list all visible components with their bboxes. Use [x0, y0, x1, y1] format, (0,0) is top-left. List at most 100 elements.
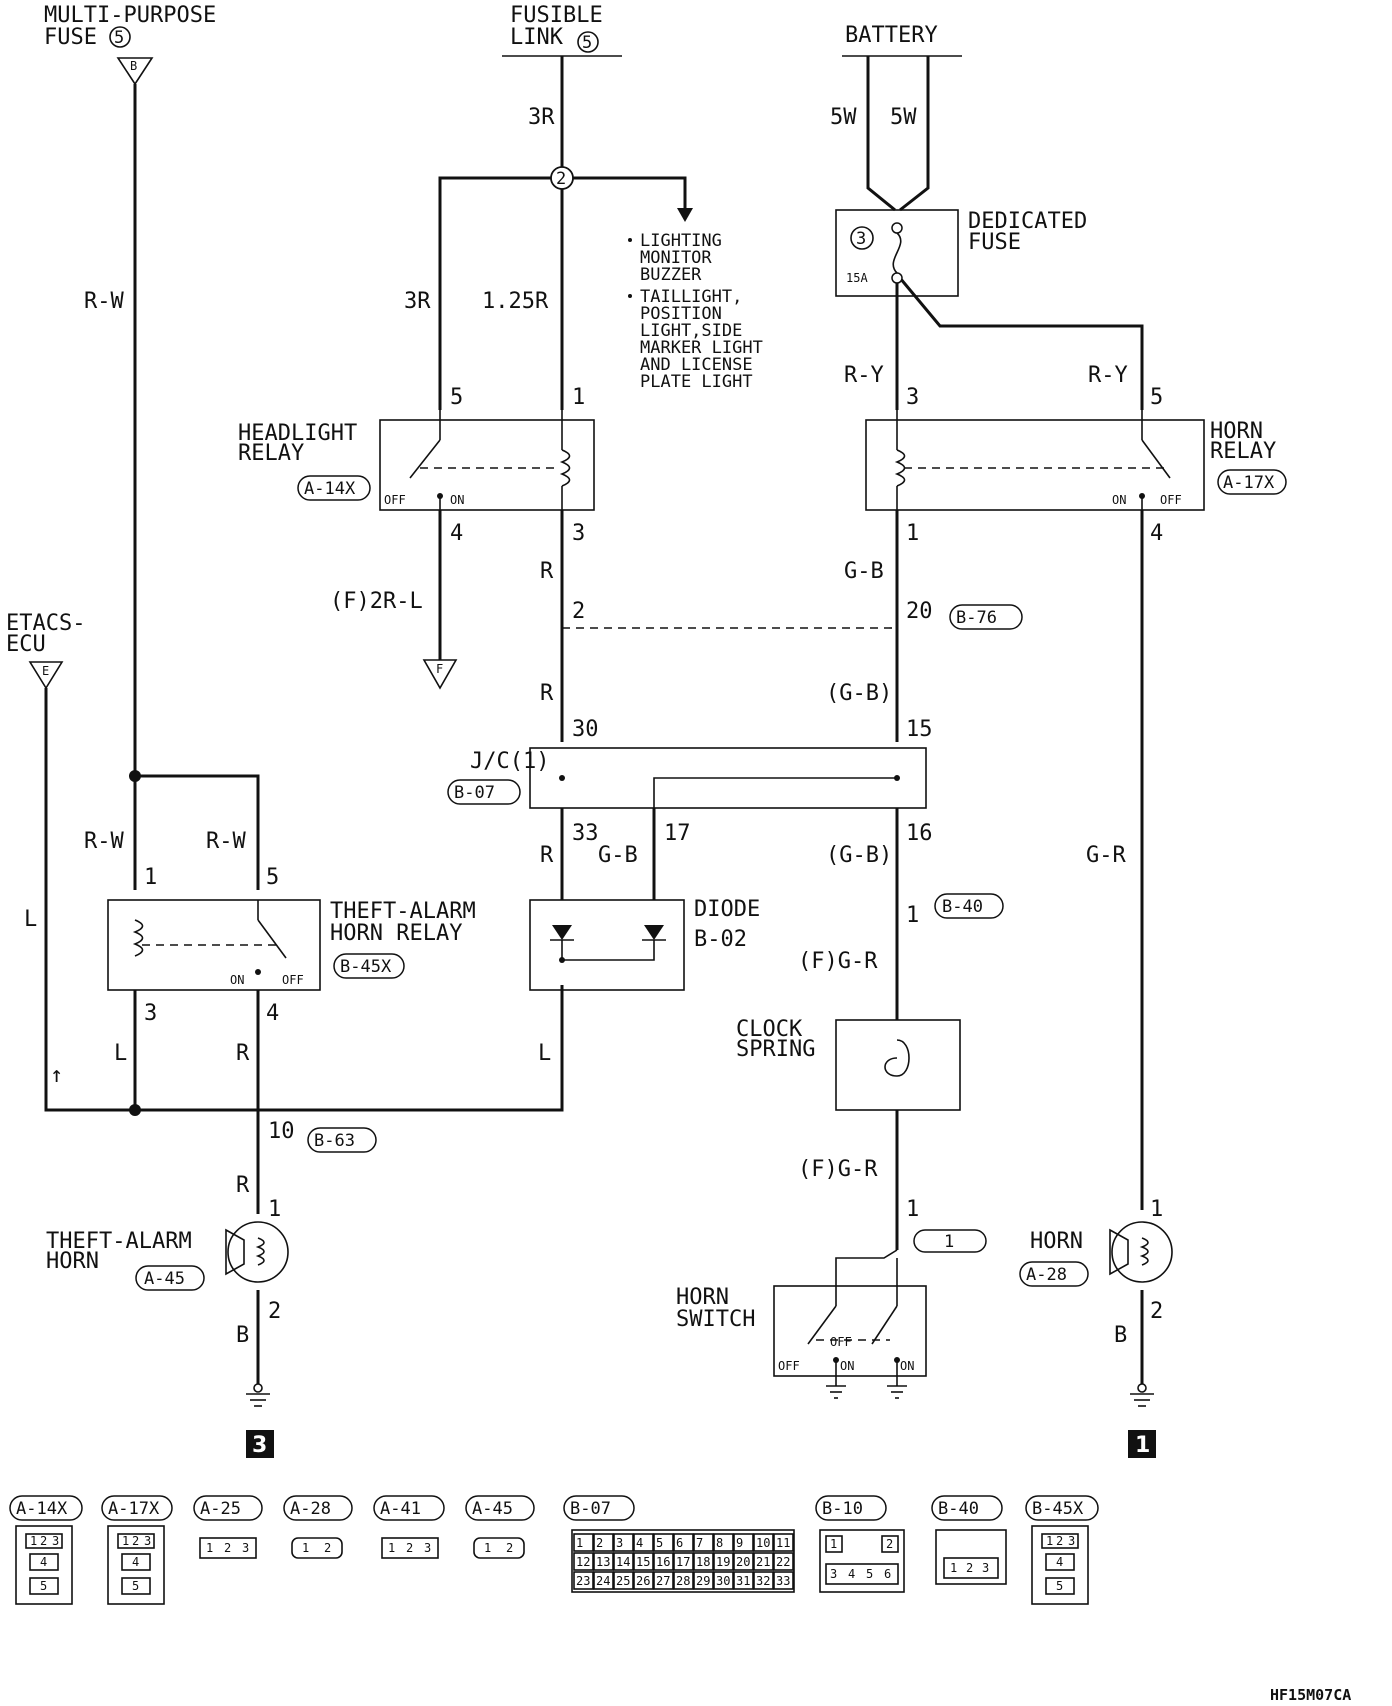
- b07-pin-label: 21: [756, 1555, 770, 1569]
- headlight-relay: OFF ON HEADLIGHT RELAY A-14X: [238, 410, 595, 511]
- ref-a14x: A-14X: [304, 479, 356, 499]
- ref-b40: B-40: [942, 897, 983, 917]
- b07-pin-cell: [693, 1533, 714, 1552]
- b07-pin-label: 20: [736, 1555, 750, 1569]
- theft-relay-label-2: HORN RELAY: [330, 921, 462, 946]
- svg-text:2: 2: [506, 1541, 513, 1555]
- svg-text:R: R: [540, 681, 554, 706]
- sw-on-1: ON: [840, 1359, 854, 1373]
- b07-pin-label: 2: [596, 1536, 603, 1550]
- connector-a41: A-41 1 2 3: [373, 1495, 445, 1559]
- b07-pin-cell: [653, 1571, 674, 1590]
- svg-text:3: 3: [830, 1567, 837, 1581]
- svg-text:4: 4: [40, 1555, 47, 1569]
- b07-pin-cell: [713, 1571, 734, 1590]
- svg-text:1: 1: [30, 1534, 37, 1548]
- horn-relay-label-2: RELAY: [1210, 439, 1276, 464]
- battery-source: BATTERY: [842, 23, 962, 57]
- svg-text:B: B: [1114, 1323, 1127, 1348]
- svg-text:1: 1: [388, 1541, 395, 1555]
- svg-text:A-25: A-25: [200, 1499, 241, 1519]
- connector-a45: A-45 1 2: [465, 1495, 535, 1559]
- plug-B-icon: [116, 57, 154, 86]
- b07-pin-cell: [773, 1571, 794, 1590]
- svg-text:4: 4: [132, 1555, 139, 1569]
- b07-pin-cell: [633, 1533, 654, 1552]
- b07-pin-label: 22: [776, 1555, 790, 1569]
- note-light-side: LIGHT,SIDE: [640, 321, 742, 341]
- connector-a28: A-28 1 2: [283, 1495, 353, 1559]
- svg-text:(F)G-R: (F)G-R: [798, 1157, 878, 1182]
- node-2: 2: [556, 169, 566, 189]
- svg-text:A-41: A-41: [380, 1499, 421, 1519]
- fuse-word: FUSE: [44, 25, 97, 50]
- svg-text:16: 16: [906, 821, 933, 846]
- b07-pin-label: 19: [716, 1555, 730, 1569]
- sw-on-2: ON: [900, 1359, 914, 1373]
- svg-text:1: 1: [906, 521, 919, 546]
- connector-faces: A-14X 1 2 3 4 5 A-17X 1 2 3 4 5 A-25: [9, 1495, 1099, 1605]
- b07-pin-label: 23: [576, 1574, 590, 1588]
- b07-pin-cell: [773, 1533, 794, 1552]
- svg-text:A-14X: A-14X: [16, 1499, 68, 1519]
- plug-E-label: E: [42, 664, 49, 678]
- svg-text:2: 2: [1150, 1299, 1163, 1324]
- b07-pin-cell: [613, 1533, 634, 1552]
- svg-text:3R: 3R: [404, 289, 431, 314]
- b07-pin-label: 7: [696, 1536, 703, 1550]
- svg-text:30: 30: [572, 717, 599, 742]
- svg-text:1.25R: 1.25R: [482, 289, 549, 314]
- b07-pin-cell: [613, 1552, 634, 1571]
- svg-text:3: 3: [572, 521, 585, 546]
- b07-pin-cell: [653, 1533, 674, 1552]
- horn-switch: OFF ON OFF ON HORN SWITCH 1: [676, 1229, 987, 1399]
- theft-relay-label-1: THEFT-ALARM: [330, 899, 476, 924]
- svg-text:R: R: [540, 559, 554, 584]
- svg-text:1: 1: [302, 1541, 309, 1555]
- svg-text:3: 3: [144, 1534, 151, 1548]
- svg-text:1: 1: [830, 1537, 837, 1551]
- b07-pin-label: 27: [656, 1574, 670, 1588]
- ref-a45: A-45: [144, 1269, 185, 1289]
- svg-text:4: 4: [1056, 1555, 1063, 1569]
- svg-text:G-R: G-R: [1086, 843, 1126, 868]
- b07-pin-cell: [593, 1533, 614, 1552]
- dedicated-fuse: 3 15A DEDICATED FUSE: [835, 209, 1087, 297]
- b07-pin-cell: [673, 1533, 694, 1552]
- svg-text:4: 4: [266, 1001, 279, 1026]
- svg-text:5W: 5W: [890, 105, 917, 130]
- b07-pin-cell: [573, 1552, 594, 1571]
- wire-labels: R-W 3R 3R 1.25R 5W 5W R-Y R-Y (F)2R-L R …: [24, 105, 1128, 1348]
- svg-text:1: 1: [144, 865, 157, 890]
- b07-pin-label: 15: [636, 1555, 650, 1569]
- b07-pin-label: 11: [776, 1536, 790, 1550]
- svg-text:G-B: G-B: [598, 843, 638, 868]
- svg-text:4: 4: [1150, 521, 1163, 546]
- ref-b45x: B-45X: [340, 957, 392, 977]
- ground-3-label: 3: [252, 1433, 267, 1458]
- b07-pin-label: 31: [736, 1574, 750, 1588]
- note-lighting: LIGHTING: [640, 231, 722, 251]
- b07-pin-label: 17: [676, 1555, 690, 1569]
- theft-off: OFF: [282, 973, 304, 987]
- fusible-link-source: FUSIBLE LINK 5: [502, 3, 622, 57]
- b07-pin-cell: [713, 1552, 734, 1571]
- svg-text:2: 2: [966, 1561, 973, 1575]
- svg-text:(F)2R-L: (F)2R-L: [330, 589, 423, 614]
- horn-relay: ON OFF HORN RELAY A-17X: [865, 410, 1287, 511]
- b07-pin-cell: [593, 1552, 614, 1571]
- battery-label: BATTERY: [845, 23, 938, 48]
- diode-label-2: B-02: [694, 927, 747, 952]
- connector-a14x: A-14X 1 2 3 4 5: [9, 1495, 83, 1605]
- svg-text:2: 2: [1056, 1534, 1063, 1548]
- horn-label: HORN: [1030, 1229, 1083, 1254]
- clock-spring: CLOCK SPRING: [736, 1017, 961, 1111]
- headlight-on: ON: [450, 493, 464, 507]
- note-monitor: MONITOR: [640, 248, 712, 268]
- svg-text:2: 2: [132, 1534, 139, 1548]
- svg-text:R: R: [540, 843, 554, 868]
- svg-text:A-28: A-28: [290, 1499, 331, 1519]
- fusible-link-label: FUSIBLE: [510, 3, 603, 28]
- horn-switch-label-1: HORN: [676, 1285, 729, 1310]
